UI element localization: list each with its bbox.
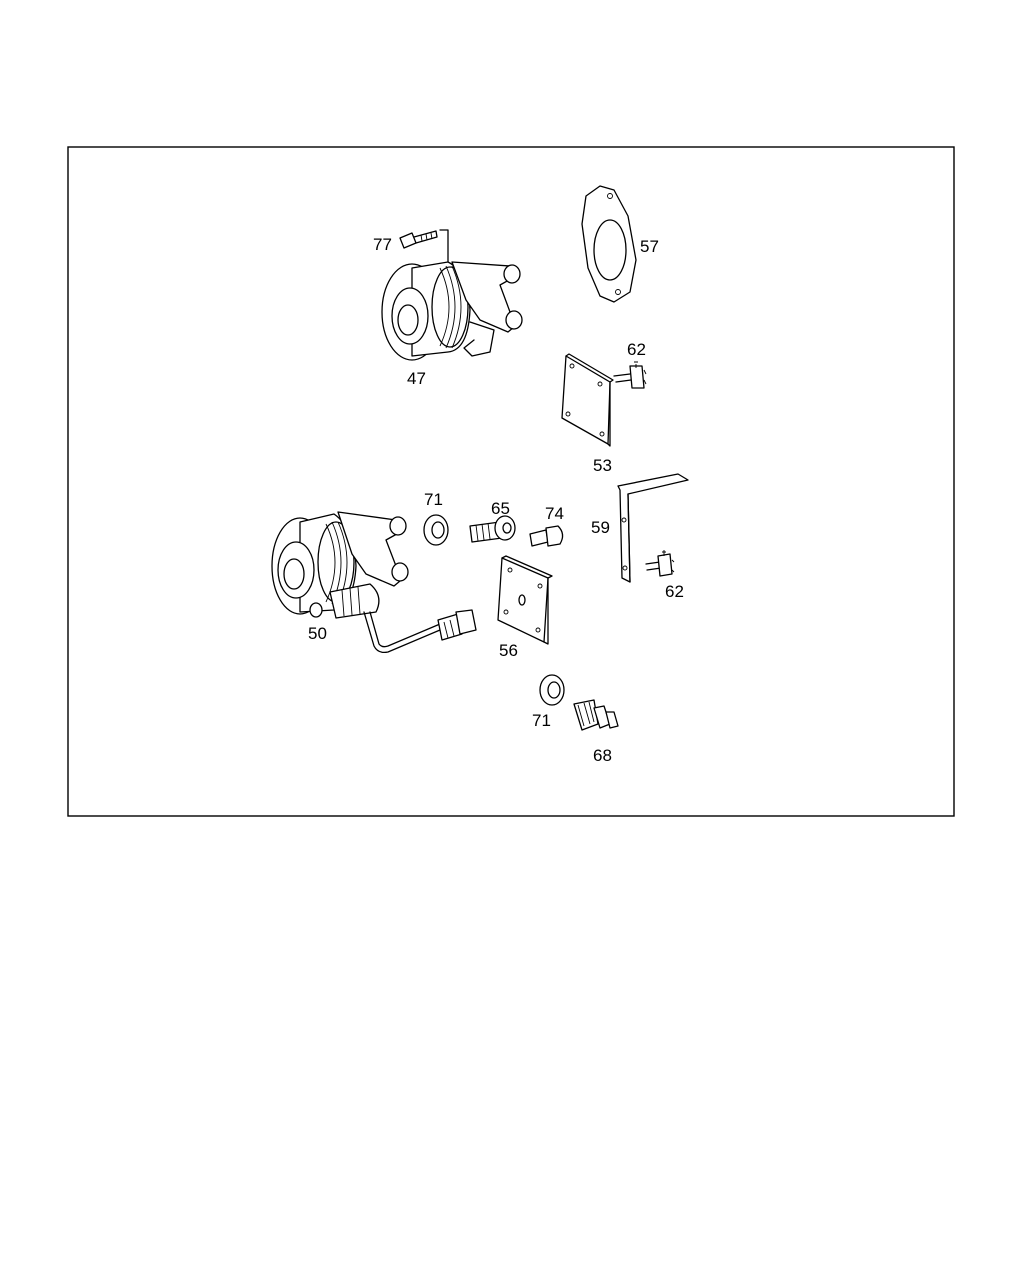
fitting-68 [573, 699, 619, 731]
nut-71-upper [423, 514, 449, 546]
label-74: 74 [545, 504, 564, 523]
gasket-57 [581, 185, 637, 303]
plate-53 [561, 353, 614, 447]
label-53: 53 [593, 456, 612, 475]
label-77: 77 [373, 235, 392, 254]
bolt-77 [399, 229, 449, 263]
plate-56 [497, 555, 553, 645]
label-47: 47 [407, 369, 426, 388]
bleed-screw-74 [529, 525, 564, 547]
label-68: 68 [593, 746, 612, 765]
bolt-62-mid [645, 550, 675, 577]
label-56: 56 [499, 641, 518, 660]
release-bearing-50 [271, 511, 477, 654]
label-57: 57 [640, 237, 659, 256]
label-71-upper: 71 [424, 490, 443, 509]
banjo-bolt-65 [469, 515, 516, 543]
release-bearing-47 [381, 261, 523, 361]
label-62-mid: 62 [665, 582, 684, 601]
label-50: 50 [308, 624, 327, 643]
diagram-frame [67, 146, 955, 817]
nut-71-lower [539, 674, 565, 706]
label-71-lower: 71 [532, 711, 551, 730]
label-59: 59 [591, 518, 610, 537]
label-62-top: 62 [627, 340, 646, 359]
bolt-62-top [613, 361, 647, 389]
label-65: 65 [491, 499, 510, 518]
bracket-59 [617, 473, 689, 583]
